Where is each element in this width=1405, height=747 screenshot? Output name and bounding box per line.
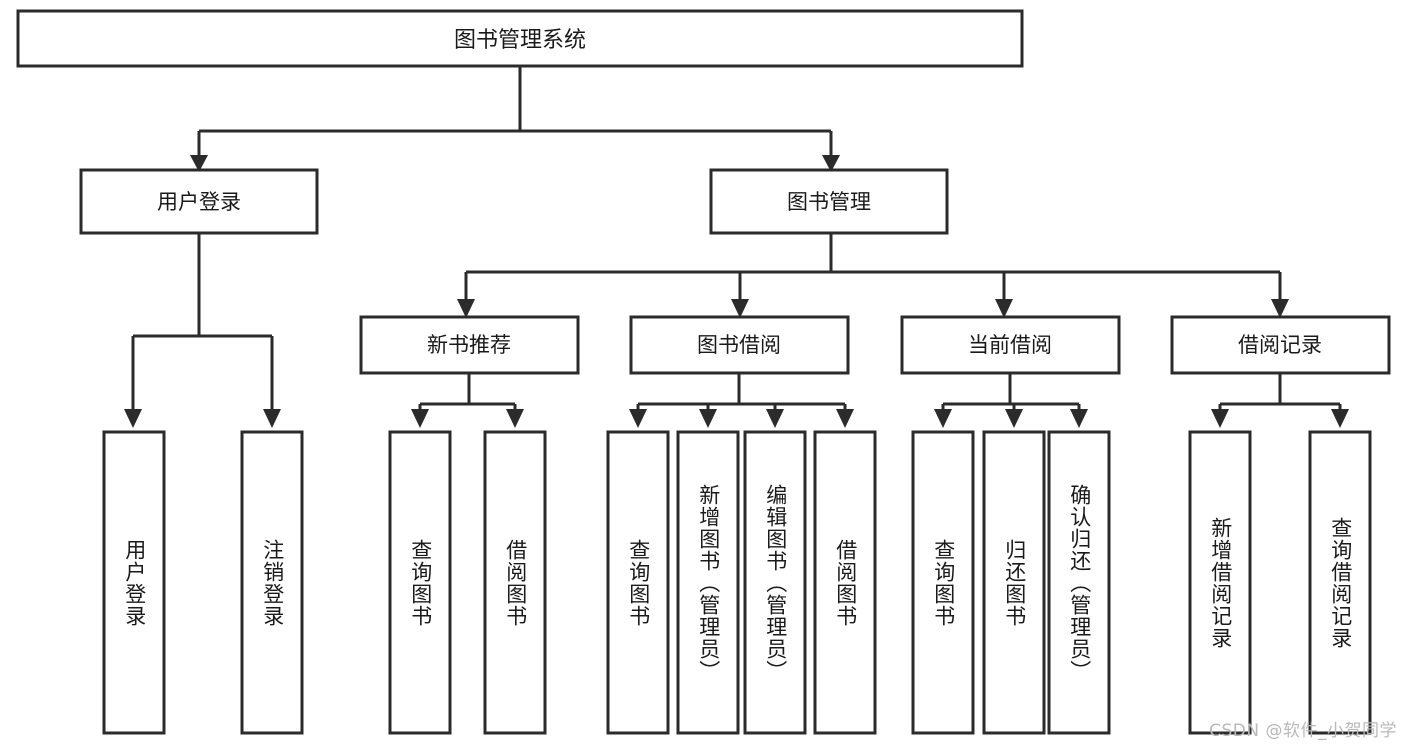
node-borrow-record[interactable] (1170, 315, 1391, 375)
node-leaf-query-book-3[interactable] (911, 430, 975, 735)
arrow-leaf-confirm-return (1070, 409, 1088, 428)
node-new-book-recommend-label: 新书推荐 (427, 333, 511, 357)
node-current-borrow-label: 当前借阅 (968, 333, 1052, 357)
node-book-borrow-label: 图书借阅 (697, 333, 781, 357)
arrow-leaf-user-login (124, 409, 142, 428)
node-leaf-confirm-return[interactable] (1047, 430, 1111, 735)
arrow-current-borrow (995, 299, 1013, 318)
node-root-label: 图书管理系统 (454, 28, 586, 53)
node-leaf-borrow-book-2[interactable] (813, 430, 877, 735)
node-leaf-borrow-book-2-label: 借阅图书 (833, 538, 858, 627)
node-leaf-logout-login[interactable] (240, 430, 304, 735)
arrow-leaf-return-book (1005, 409, 1023, 428)
node-book-manage-label: 图书管理 (787, 190, 871, 214)
arrow-user-login (190, 155, 208, 172)
node-leaf-query-borrow-record-label: 查询借阅记录 (1328, 516, 1353, 649)
arrow-new-book-recommend (457, 299, 475, 318)
node-leaf-query-book-2[interactable] (606, 430, 670, 735)
node-leaf-add-book-label: 新增图书（管理员） (696, 483, 721, 682)
node-book-manage[interactable] (709, 168, 949, 235)
node-leaf-query-book-2-label: 查询图书 (626, 538, 651, 627)
node-user-login-label: 用户登录 (157, 190, 241, 214)
edges-layer (124, 66, 1349, 428)
node-user-login[interactable] (79, 168, 319, 235)
node-borrow-record-label: 借阅记录 (1238, 333, 1322, 357)
arrow-leaf-borrow-book-2 (836, 409, 854, 428)
node-leaf-query-book-1[interactable] (388, 430, 452, 735)
node-leaf-confirm-return-label: 确认归还（管理员） (1067, 483, 1092, 682)
arrow-book-manage (822, 155, 840, 172)
node-leaf-edit-book[interactable] (743, 430, 807, 735)
node-leaf-add-book[interactable] (676, 430, 740, 735)
node-leaf-query-book-3-label: 查询图书 (931, 538, 956, 627)
node-leaf-return-book[interactable] (982, 430, 1046, 735)
arrow-leaf-borrow-book-1 (506, 409, 524, 428)
arrow-leaf-add-borrow-record (1211, 409, 1229, 428)
arrow-leaf-query-book-2 (629, 409, 647, 428)
node-leaf-return-book-label: 归还图书 (1002, 538, 1027, 627)
node-leaf-query-borrow-record[interactable] (1308, 430, 1372, 735)
node-leaf-user-login[interactable] (102, 430, 166, 735)
node-leaf-logout-login-label: 注销登录 (260, 538, 285, 627)
node-leaf-edit-book-label: 编辑图书（管理员） (763, 483, 788, 682)
node-leaf-add-borrow-record-label: 新增借阅记录 (1208, 516, 1233, 649)
arrow-leaf-edit-book (766, 409, 784, 428)
arrow-leaf-logout-login (263, 409, 281, 428)
node-new-book-recommend[interactable] (359, 315, 580, 375)
node-leaf-borrow-book-1-label: 借阅图书 (503, 538, 528, 627)
node-leaf-borrow-book-1[interactable] (483, 430, 547, 735)
node-root[interactable] (16, 9, 1024, 68)
node-leaf-user-login-label: 用户登录 (122, 538, 147, 627)
arrow-leaf-query-book-1 (411, 409, 429, 428)
csdn-watermark: CSDN @软件_小贺同学 (1209, 721, 1397, 741)
nodes-layer: 图书管理系统 用户登录 图书管理 新书推荐 图书借阅 当前借阅 借阅记录 (16, 9, 1391, 735)
node-book-borrow[interactable] (629, 315, 850, 375)
arrow-book-borrow (731, 299, 749, 318)
arrow-leaf-query-borrow-record (1331, 409, 1349, 428)
node-current-borrow[interactable] (900, 315, 1121, 375)
arrow-leaf-query-book-3 (934, 409, 952, 428)
arrow-leaf-add-book (699, 409, 717, 428)
arrow-borrow-record (1271, 299, 1289, 318)
node-leaf-query-book-1-label: 查询图书 (408, 538, 433, 627)
node-leaf-add-borrow-record[interactable] (1188, 430, 1252, 735)
